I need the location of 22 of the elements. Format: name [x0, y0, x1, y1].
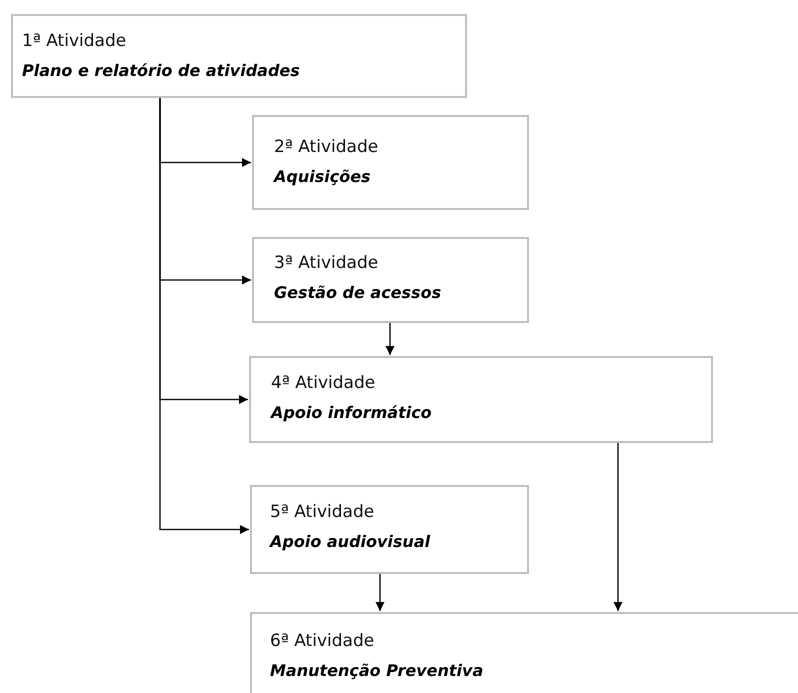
activity-box — [252, 115, 529, 210]
activity-title: Aquisições — [274, 166, 372, 188]
arrow — [386, 323, 394, 355]
activity-box — [252, 237, 529, 323]
activity-box — [11, 14, 467, 98]
activity-number: 6ª Atividade — [270, 630, 376, 653]
arrow — [614, 443, 622, 611]
activity-box — [250, 485, 529, 574]
activity-number: 3ª Atividade — [274, 252, 380, 275]
arrow — [159, 98, 249, 534]
activity-box — [250, 612, 798, 693]
activity-title: Apoio informático — [271, 402, 433, 424]
activity-box — [249, 356, 713, 443]
activity-title: Plano e relatório de atividades — [22, 60, 301, 82]
activity-title: Gestão de acessos — [274, 282, 442, 304]
activity-title: Apoio audiovisual — [270, 531, 432, 553]
activity-number: 4ª Atividade — [271, 372, 376, 395]
activity-number: 2ª Atividade — [274, 136, 380, 159]
activity-number: 1ª Atividade — [22, 30, 128, 53]
arrow — [376, 574, 384, 611]
activity-number: 5ª Atividade — [270, 501, 376, 524]
activity-title: Manutenção Preventiva — [270, 660, 484, 682]
